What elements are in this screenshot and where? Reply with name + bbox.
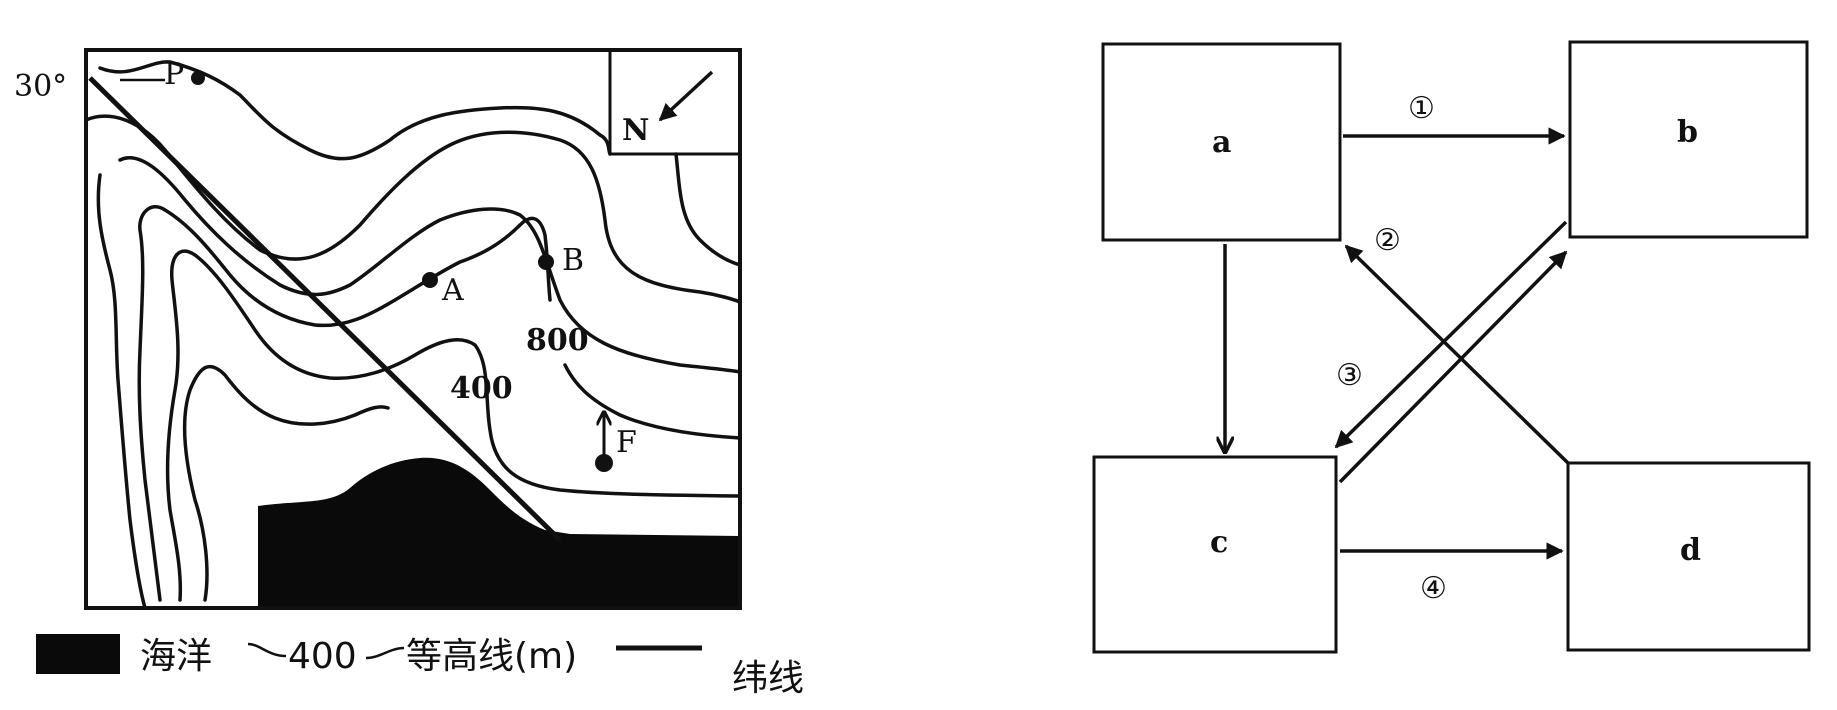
contour-line <box>96 173 147 610</box>
box-d-label: d <box>1680 533 1701 568</box>
map-legend: 海洋 400 等高线(m) 纬线 <box>36 634 804 699</box>
contour-line <box>182 364 390 602</box>
flow-diagram: a b c d ① ② ③ ④ <box>1092 40 1811 654</box>
contour-line <box>563 363 742 440</box>
box-c-label: c <box>1210 525 1228 560</box>
legend-contour-stroke-right <box>365 646 405 660</box>
arrow-1-label: ① <box>1408 91 1435 126</box>
contour-line <box>98 60 612 161</box>
contour-label-400: 400 <box>450 371 513 406</box>
arrow-4-label: ④ <box>1420 571 1447 606</box>
legend-contour-value: 400 <box>288 636 357 677</box>
point-f-label: F <box>616 425 637 460</box>
latitude-line <box>88 76 562 542</box>
contour-line <box>165 249 742 602</box>
legend-ocean-swatch <box>36 634 120 674</box>
latitude-label: 30° <box>14 69 67 104</box>
arrow-3 <box>1334 220 1568 449</box>
arrow-2 <box>1344 244 1570 465</box>
arrow-2-label: ② <box>1374 223 1401 258</box>
point-p-label: P <box>164 57 184 92</box>
point-a-dot <box>422 272 438 288</box>
contour-line <box>118 156 742 374</box>
contour-label-800: 800 <box>526 323 589 358</box>
point-b-label: B <box>562 243 584 278</box>
legend-contour-text: 等高线(m) <box>406 636 577 677</box>
point-b-dot <box>538 254 554 270</box>
point-p-dot <box>191 71 205 85</box>
arrow-3-label: ③ <box>1336 358 1363 393</box>
legend-latitude-label: 纬线 <box>732 658 804 699</box>
north-label: N <box>622 113 649 148</box>
box-d <box>1566 461 1811 652</box>
box-a <box>1101 42 1342 242</box>
arrow-c-to-b <box>1338 250 1568 484</box>
box-a-label: a <box>1212 125 1231 160</box>
box-b <box>1568 40 1809 239</box>
north-arrow <box>658 70 714 122</box>
map-frame <box>84 48 742 610</box>
point-a-label: A <box>441 273 464 308</box>
contour-line <box>137 205 552 602</box>
contour-map: N 30° P A B F 800 400 <box>14 48 742 610</box>
legend-ocean-label: 海洋 <box>140 636 212 677</box>
contour-line <box>674 152 742 267</box>
ocean-area <box>258 457 740 608</box>
box-c <box>1092 455 1338 654</box>
legend-contour-stroke-left <box>247 642 287 658</box>
point-f-dot <box>595 454 613 472</box>
box-b-label: b <box>1677 115 1698 150</box>
contour-line <box>84 114 742 304</box>
